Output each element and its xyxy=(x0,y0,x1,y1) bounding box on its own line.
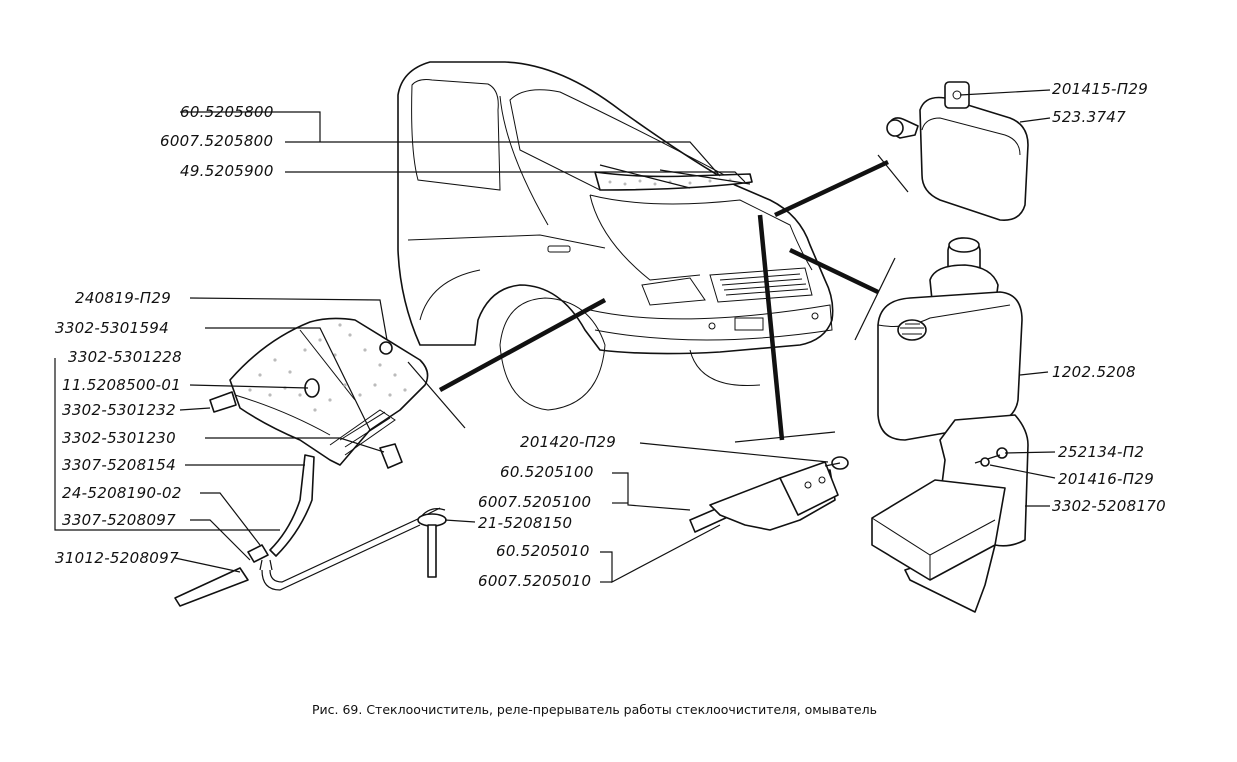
label-49-5205900: 49.5205900 xyxy=(180,162,274,180)
label-240819-p29: 240819-П29 xyxy=(75,289,171,307)
label-201415-p29: 201415-П29 xyxy=(1052,80,1148,98)
label-6007-5205100: 6007.5205100 xyxy=(478,493,591,511)
label-3302-5301228: 3302-5301228 xyxy=(68,348,182,366)
label-523-3747: 523.3747 xyxy=(1052,108,1126,126)
label-1202-5208: 1202.5208 xyxy=(1052,363,1136,381)
label-31012-5208097: 31012-5208097 xyxy=(55,549,179,567)
label-6007-5205800: 6007.5205800 xyxy=(160,132,273,150)
label-60-5205800: 60.5205800 xyxy=(180,103,274,121)
washer-hoses xyxy=(174,454,447,607)
label-201420-p29: 201420-П29 xyxy=(520,433,616,451)
label-11-5208500-01: 11.5208500-01 xyxy=(62,376,181,394)
cowl-panel-3302-5301228 xyxy=(209,317,429,469)
label-3302-5301232: 3302-5301232 xyxy=(62,401,176,419)
label-60-5205010: 60.5205010 xyxy=(496,542,590,560)
label-3302-5301230: 3302-5301230 xyxy=(62,429,176,447)
wiper-linkage-60-5205010 xyxy=(689,456,849,533)
label-201416-p29: 201416-П29 xyxy=(1058,470,1154,488)
leader-lines xyxy=(54,89,1056,583)
label-21-5208150: 21-5208150 xyxy=(478,514,572,532)
label-6007-5205010: 6007.5205010 xyxy=(478,572,591,590)
label-24-5208190-02: 24-5208190-02 xyxy=(62,484,182,502)
explosion-lines xyxy=(407,154,909,443)
van-body xyxy=(397,61,834,411)
label-3307-5208154: 3307-5208154 xyxy=(62,456,176,474)
label-3302-5208170: 3302-5208170 xyxy=(1052,497,1166,515)
label-252134-p2: 252134-П2 xyxy=(1058,443,1144,461)
figure-caption: Рис. 69. Стеклоочиститель, реле-прерыват… xyxy=(312,702,877,717)
label-3307-5208097: 3307-5208097 xyxy=(62,511,176,529)
washer-reservoir-1202-5208 xyxy=(871,237,1029,613)
part-labels: 60.5205800 6007.5205800 49.5205900 20141… xyxy=(55,80,1166,590)
label-3302-5301594: 3302-5301594 xyxy=(55,319,169,337)
relay-523-3747 xyxy=(886,81,1029,222)
label-60-5205100: 60.5205100 xyxy=(500,463,594,481)
